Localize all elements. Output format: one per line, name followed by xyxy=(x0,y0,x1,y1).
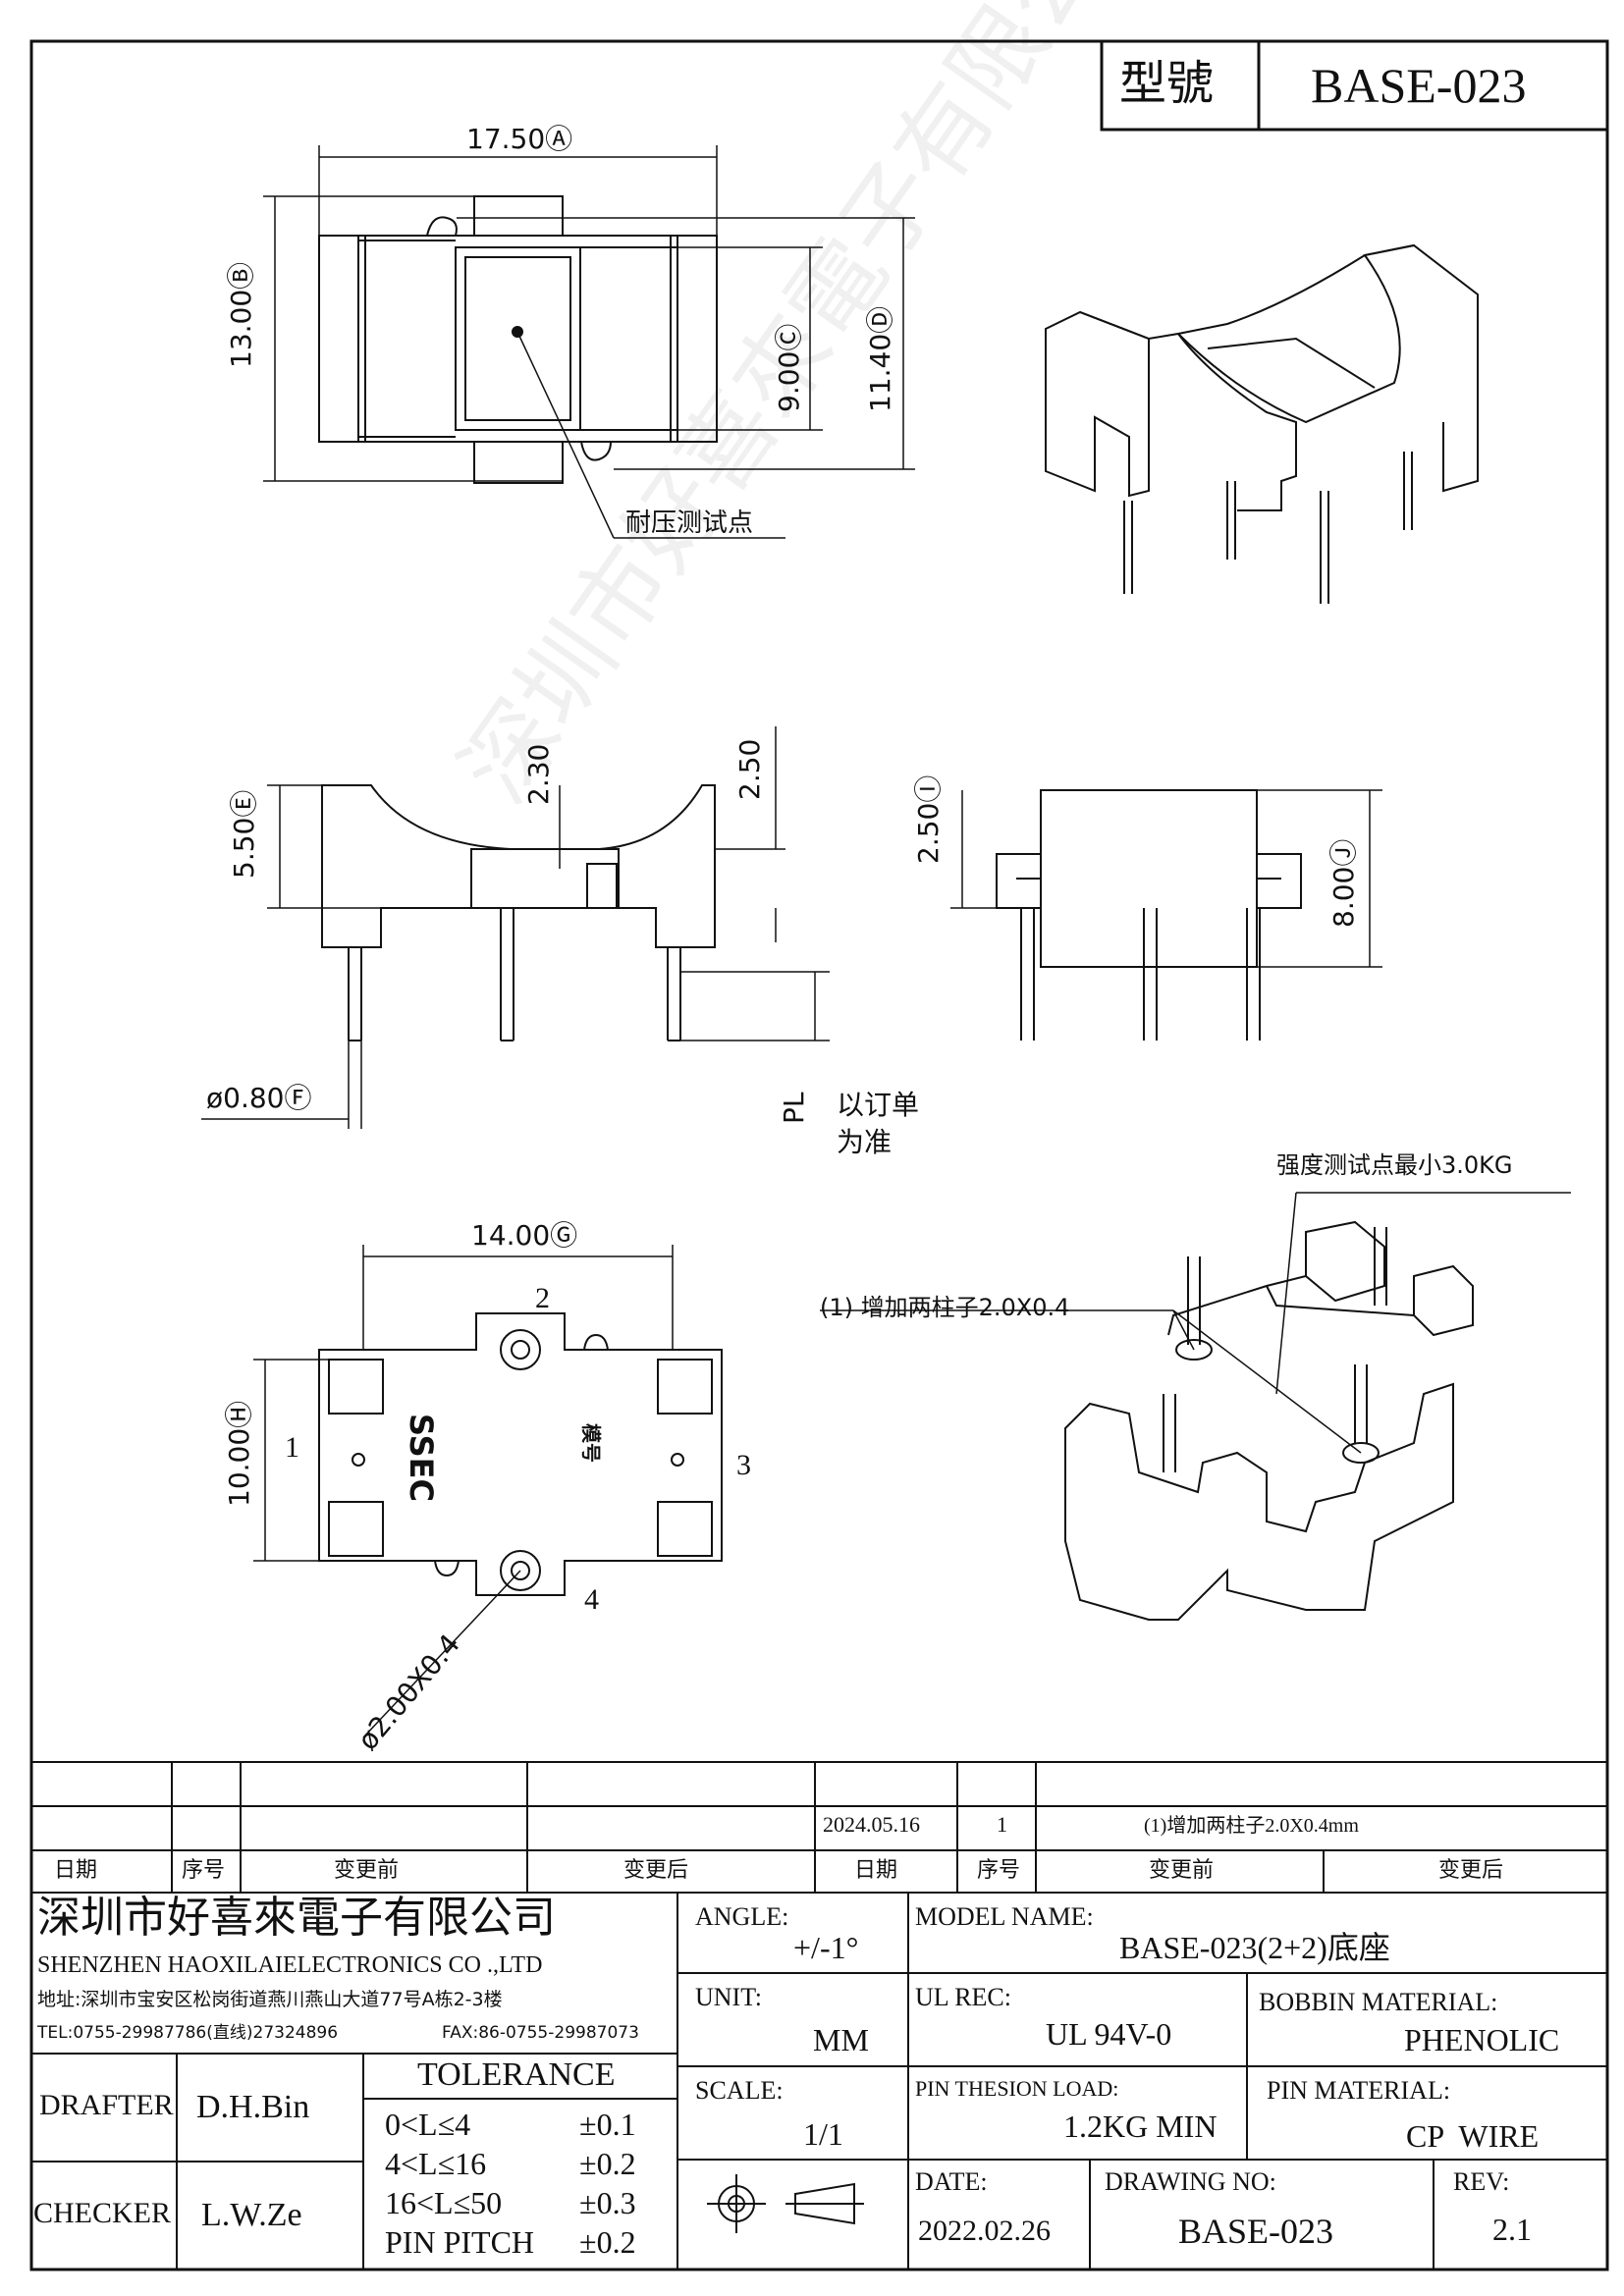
drawing-no-value: BASE-023 xyxy=(1178,2212,1334,2251)
tolerance-title: TOLERANCE xyxy=(417,2056,616,2093)
date-label: DATE: xyxy=(915,2167,988,2196)
rev-value: 2.1 xyxy=(1492,2212,1532,2247)
unit-value: MM xyxy=(813,2022,869,2057)
rev-label: REV: xyxy=(1453,2167,1510,2196)
revision-table-lines xyxy=(31,1761,1607,1894)
tol-range-4: PIN PITCH xyxy=(385,2224,535,2260)
pl-note-1: 以订单 xyxy=(837,1089,920,1121)
rev-hdr-date: 日期 xyxy=(54,1858,98,1883)
rev-hdr-before-2: 变更前 xyxy=(1149,1858,1215,1883)
mark-model: 模号 xyxy=(579,1423,603,1463)
drafter-value: D.H.Bin xyxy=(196,2089,310,2125)
company-name-cn: 深圳市好喜來電子有限公司 xyxy=(37,1894,556,1942)
company-fax: FAX:86-0755-29987073 xyxy=(442,2023,639,2043)
mark-ssec: SSEC xyxy=(403,1414,440,1502)
pin-2-label: 2 xyxy=(535,1282,550,1314)
angle-label: ANGLE: xyxy=(695,1902,789,1931)
rev-hdr-no: 序号 xyxy=(182,1858,226,1883)
model-box xyxy=(1100,39,1609,132)
pin-material-value: CP WIRE xyxy=(1406,2118,1540,2154)
iso-top-view xyxy=(1045,243,1479,604)
dim-250: 2.50 xyxy=(733,738,766,800)
pin-1-label: 1 xyxy=(285,1431,299,1464)
front-view-dims xyxy=(201,726,830,1129)
tol-value-2: ±0.2 xyxy=(579,2146,636,2181)
side-view xyxy=(996,789,1302,1041)
rev-hdr-after: 变更后 xyxy=(623,1858,689,1883)
rev-entry-no: 1 xyxy=(997,1812,1007,1837)
rev-entry-date: 2024.05.16 xyxy=(823,1812,920,1837)
rev-entry-change: (1)增加两柱子2.0X0.4mm xyxy=(1144,1815,1359,1837)
drafter-label: DRAFTER xyxy=(39,2089,174,2121)
bottom-view-dims xyxy=(253,1245,674,1738)
rev-hdr-after-2: 变更后 xyxy=(1438,1858,1504,1883)
pin-4-label: 4 xyxy=(584,1583,599,1616)
pin-load-label: PIN THESION LOAD: xyxy=(915,2076,1119,2101)
drawing-no-label: DRAWING NO: xyxy=(1105,2167,1276,2196)
dim-g: 14.00Ⓖ xyxy=(471,1219,578,1252)
dim-e: 5.50Ⓔ xyxy=(228,789,260,879)
ul-rec-label: UL REC: xyxy=(915,1983,1011,2011)
dim-b: 13.00Ⓑ xyxy=(225,261,257,368)
dim-230: 2.30 xyxy=(522,743,555,805)
unit-label: UNIT: xyxy=(695,1983,763,2011)
side-view-dims xyxy=(950,789,1382,968)
company-tel: TEL:0755-29987786(直线)27324896 xyxy=(37,2023,339,2043)
pin-material-label: PIN MATERIAL: xyxy=(1267,2076,1451,2105)
pin-load-value: 1.2KG MIN xyxy=(1063,2109,1218,2144)
model-label: 型號 xyxy=(1119,58,1215,110)
tol-range-2: 4<L≤16 xyxy=(385,2146,487,2181)
note-voltage-test: 耐压测试点 xyxy=(625,508,754,538)
company-address: 地址:深圳市宝安区松岗街道燕川燕山大道77号A栋2-3楼 xyxy=(37,1989,503,2010)
top-view-outline xyxy=(318,195,785,539)
tol-value-3: ±0.3 xyxy=(579,2185,636,2220)
pl-label: PL xyxy=(778,1092,810,1124)
dim-c: 9.00Ⓒ xyxy=(773,323,805,412)
rev-hdr-date-2: 日期 xyxy=(854,1858,898,1883)
rev-hdr-no-2: 序号 xyxy=(977,1858,1021,1883)
tol-value-4: ±0.2 xyxy=(579,2224,636,2260)
model-name-label: MODEL NAME: xyxy=(915,1902,1094,1931)
dim-i: 2.50Ⓘ xyxy=(912,774,945,864)
pl-note-2: 为准 xyxy=(837,1126,893,1158)
sheet-border xyxy=(29,39,1609,2271)
bobbin-label: BOBBIN MATERIAL: xyxy=(1259,1988,1498,2016)
angle-value: +/-1° xyxy=(793,1930,859,1965)
top-view-dims xyxy=(263,145,915,482)
dim-j: 8.00Ⓙ xyxy=(1327,838,1360,928)
scale-label: SCALE: xyxy=(695,2076,784,2105)
front-view xyxy=(321,784,716,1041)
tol-range-3: 16<L≤50 xyxy=(385,2185,503,2220)
dim-f: ø0.80Ⓕ xyxy=(206,1082,312,1114)
model-value: BASE-023 xyxy=(1311,58,1527,113)
pin-3-label: 3 xyxy=(736,1449,751,1481)
checker-value: L.W.Ze xyxy=(201,2197,302,2233)
ul-rec-value: UL 94V-0 xyxy=(1046,2016,1172,2052)
rev-hdr-before: 变更前 xyxy=(334,1858,400,1883)
date-value: 2022.02.26 xyxy=(918,2215,1051,2247)
note-strength: 强度测试点最小3.0KG xyxy=(1276,1151,1513,1179)
scale-value: 1/1 xyxy=(803,2116,843,2152)
checker-label: CHECKER xyxy=(33,2197,172,2229)
tol-value-1: ±0.1 xyxy=(579,2107,636,2142)
company-name-en: SHENZHEN HAOXILAIELECTRONICS CO .,LTD xyxy=(37,1952,543,1978)
dim-d: 11.40Ⓓ xyxy=(864,305,896,412)
dim-h: 10.00Ⓗ xyxy=(223,1400,255,1507)
bobbin-value: PHENOLIC xyxy=(1404,2022,1560,2057)
tol-range-1: 0<L≤4 xyxy=(385,2107,471,2142)
iso-bottom-view xyxy=(820,1192,1571,1621)
dim-a: 17.50Ⓐ xyxy=(466,123,573,155)
note-add-pillars: (1) 增加两柱子2.0X0.4 xyxy=(820,1294,1070,1321)
model-name-value: BASE-023(2+2)底座 xyxy=(1119,1930,1390,1965)
bottom-view xyxy=(318,1312,723,1596)
title-block-lines xyxy=(31,1893,1607,2269)
